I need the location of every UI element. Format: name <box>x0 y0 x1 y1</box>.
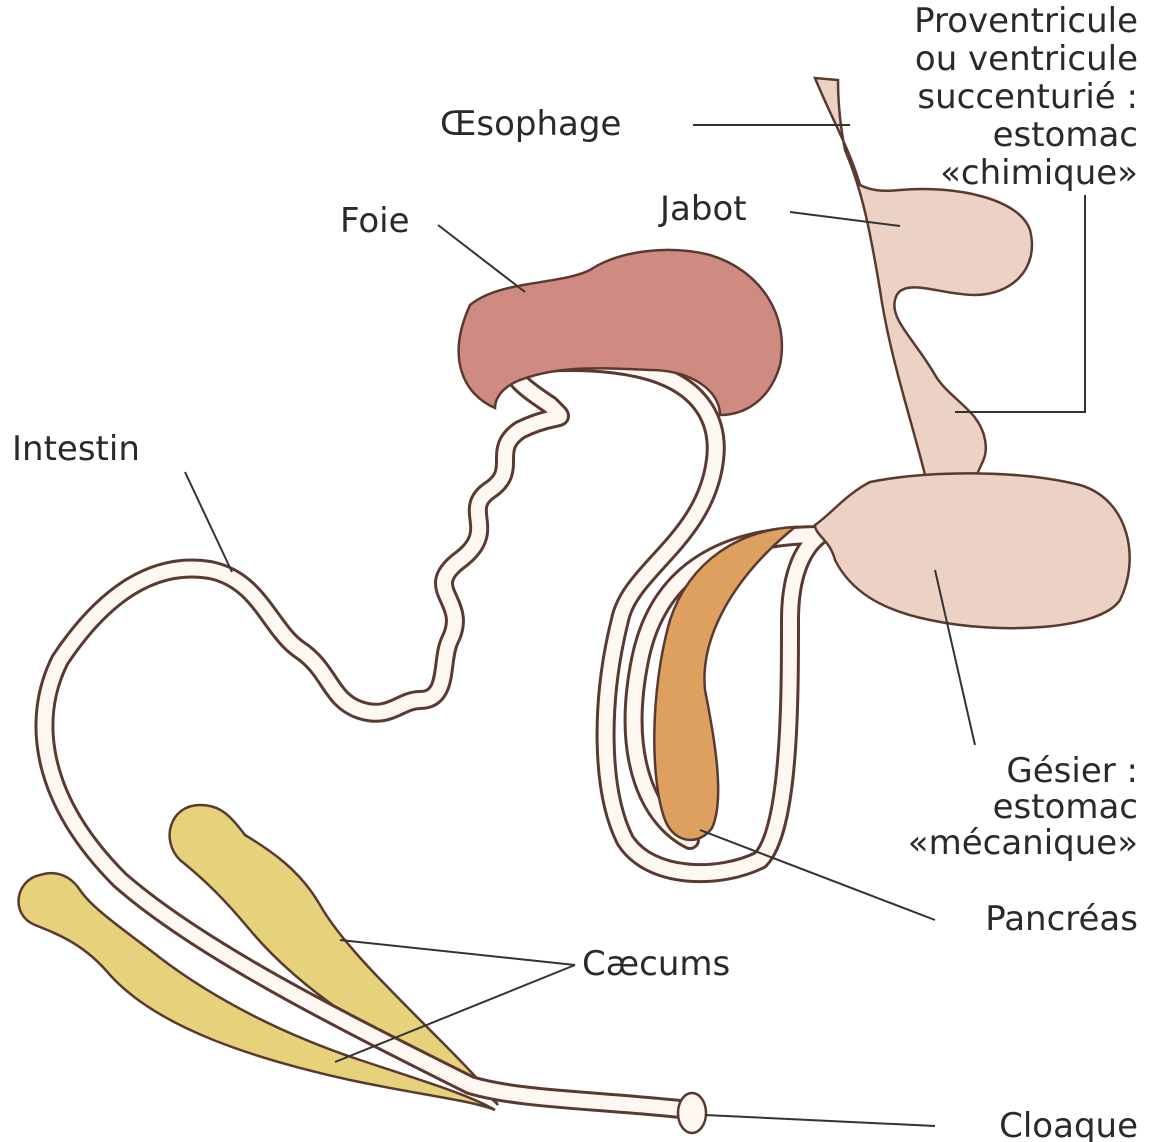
label-oesophage: Œsophage <box>440 104 621 144</box>
label-proventricule-3: succenturié : <box>917 77 1138 117</box>
label-foie: Foie <box>340 201 410 241</box>
label-pancreas: Pancréas <box>985 899 1138 939</box>
label-proventricule-4: estomac <box>993 115 1138 155</box>
label-proventricule-1: Proventricule <box>914 1 1138 41</box>
cloaca-opening <box>678 1093 706 1133</box>
label-gesier-1: Gésier : <box>1006 751 1138 791</box>
label-gesier-3: «mécanique» <box>908 823 1138 863</box>
liver <box>459 250 782 415</box>
label-proventricule-5: «chimique» <box>940 153 1138 193</box>
label-intestin: Intestin <box>12 429 140 469</box>
label-cloaque: Cloaque <box>999 1106 1138 1142</box>
label-proventricule-2: ou ventricule <box>915 39 1138 79</box>
gizzard <box>815 473 1130 628</box>
label-caecums: Cæcums <box>582 944 730 984</box>
label-gesier-2: estomac <box>993 787 1138 827</box>
label-jabot: Jabot <box>658 189 747 229</box>
